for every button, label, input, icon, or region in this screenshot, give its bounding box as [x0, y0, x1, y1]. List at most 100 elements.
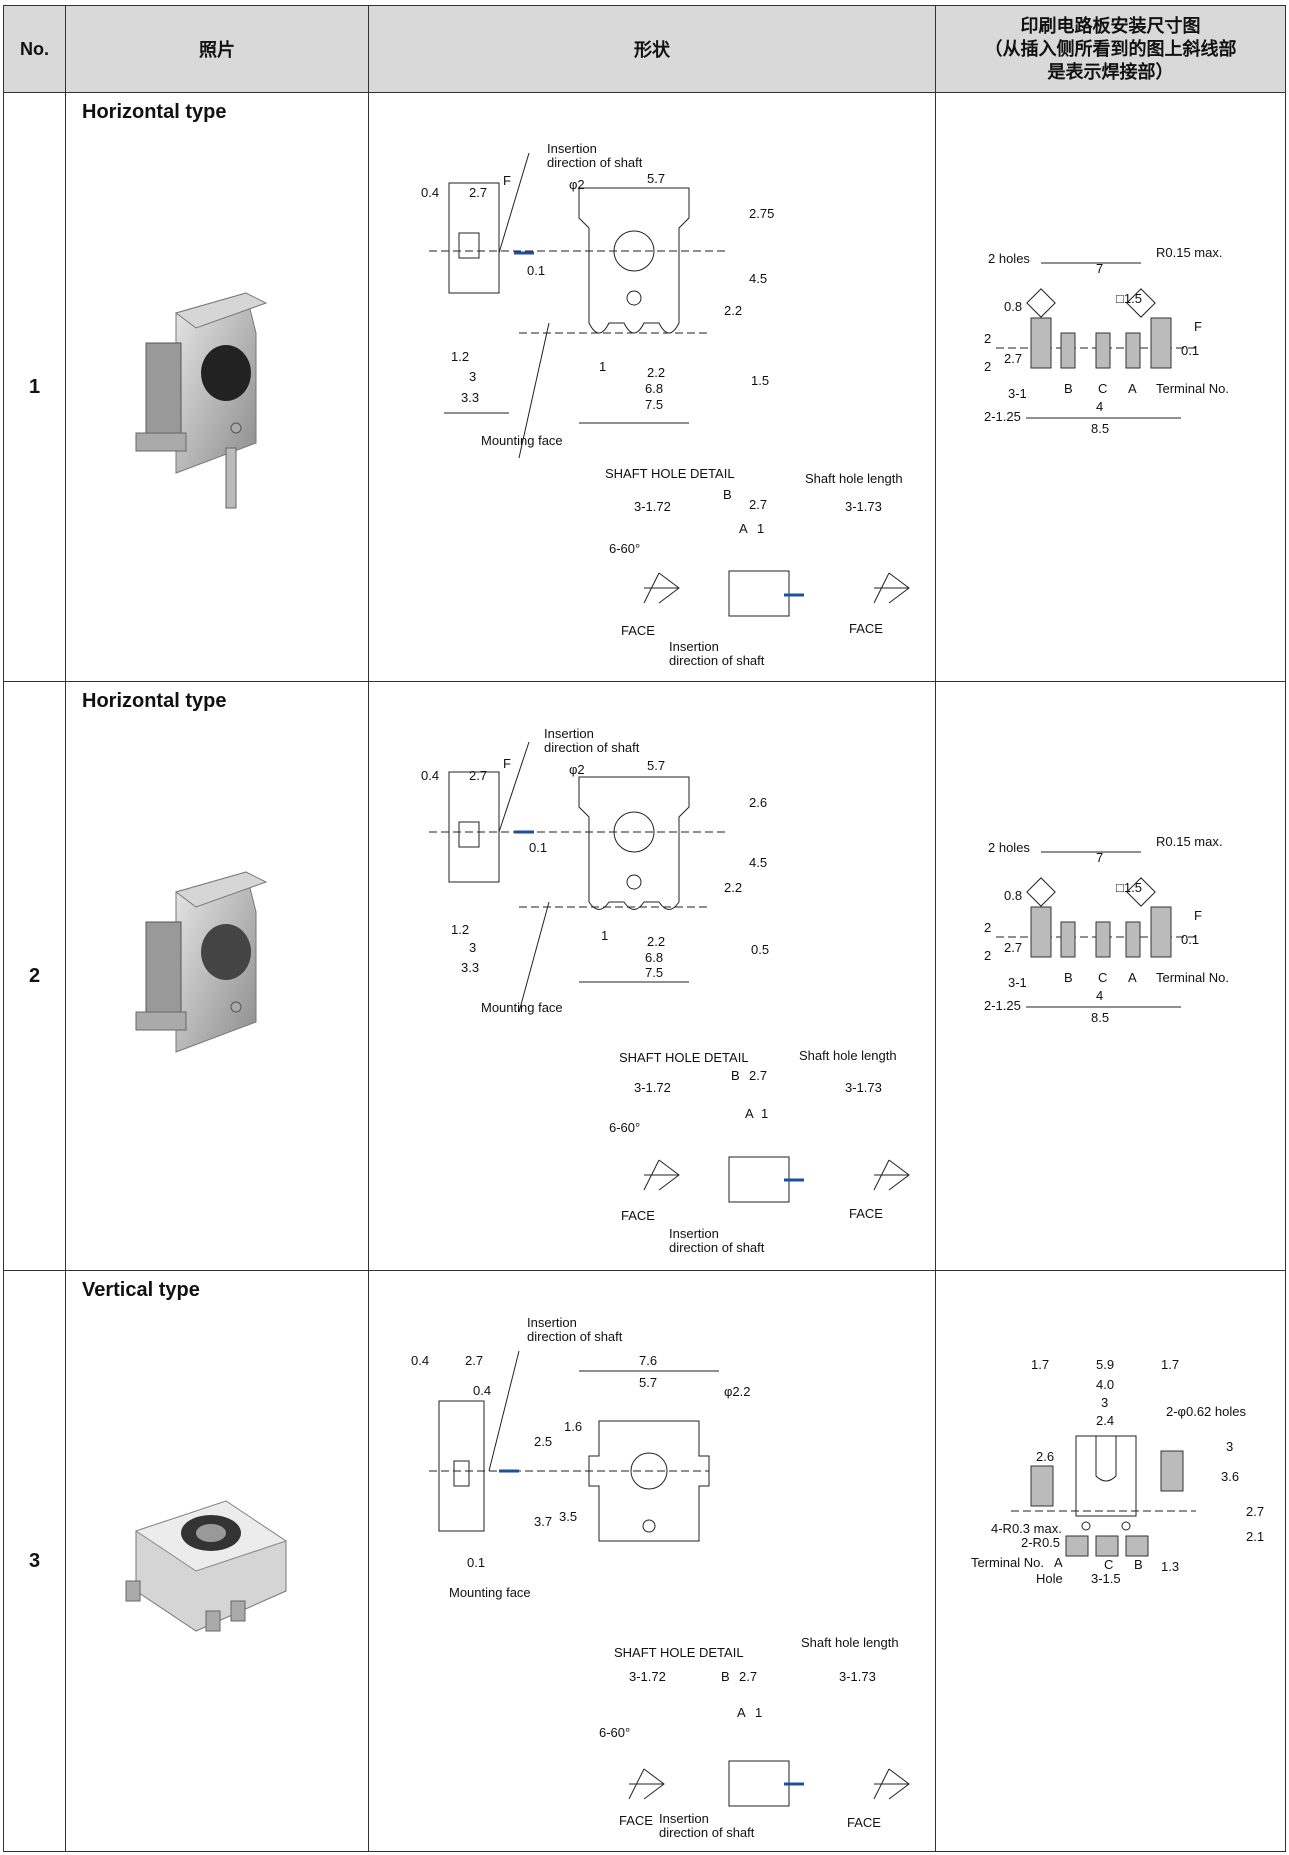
dim-label: 4.5 [749, 855, 767, 870]
dim-label: Shaft hole length [801, 1635, 899, 1650]
dim-label: 2.6 [749, 795, 767, 810]
dim-label: 4 [1096, 399, 1103, 414]
dim-label: C [1098, 970, 1107, 985]
dim-label: 0.1 [1181, 343, 1199, 358]
type-label: Horizontal type [82, 690, 227, 712]
dim-label: F [503, 173, 511, 188]
dim-label: 3-1.72 [629, 1669, 666, 1684]
dim-label: Shaft hole length [805, 471, 903, 486]
dim-label: 0.4 [411, 1353, 429, 1368]
dim-label: 5.7 [639, 1375, 657, 1390]
dim-label: Insertion [547, 141, 597, 156]
dim-label: 0.1 [467, 1555, 485, 1570]
dim-label: B [1064, 970, 1073, 985]
dim-label: 6.8 [645, 381, 663, 396]
dim-label: direction of shaft [544, 740, 640, 755]
dim-label: 8.5 [1091, 421, 1109, 436]
type-label: Vertical type [82, 1279, 200, 1301]
dim-label: Insertion [669, 1226, 719, 1241]
dim-label: C [1104, 1557, 1113, 1572]
dim-label: 6.8 [645, 950, 663, 965]
dim-label: A [1128, 970, 1137, 985]
dim-label: 5.9 [1096, 1357, 1114, 1372]
dim-label: A [737, 1705, 746, 1720]
dim-label: 2.5 [534, 1434, 552, 1449]
dim-label: 2 [984, 359, 991, 374]
dim-label: 2.7 [739, 1669, 757, 1684]
dim-label: 4.0 [1096, 1377, 1114, 1392]
dim-label: 7.5 [645, 965, 663, 980]
dim-label: SHAFT HOLE DETAIL [614, 1645, 744, 1660]
horizontal-encoder-photo [135, 871, 268, 1053]
dim-label: 1.3 [1161, 1559, 1179, 1574]
dim-label: 1.2 [451, 922, 469, 937]
dim-label: φ2.2 [724, 1384, 751, 1399]
dim-label: F [1194, 319, 1202, 334]
table-row: 2 Horizontal type [3, 681, 1286, 1271]
photo-cell: Horizontal type [65, 92, 369, 682]
dim-label: Insertion [544, 726, 594, 741]
dim-label: SHAFT HOLE DETAIL [619, 1050, 749, 1065]
dim-label: 1 [757, 521, 764, 536]
shape-drawing: Insertion direction of shaft 0.4 2.7 F φ… [421, 726, 910, 1255]
dim-label: 6-60° [609, 1120, 640, 1135]
dim-label: 2 holes [988, 840, 1030, 855]
row-number: 1 [3, 92, 66, 682]
header-no: No. [3, 5, 66, 93]
dim-label: 2.2 [724, 303, 742, 318]
dim-label: SHAFT HOLE DETAIL [605, 466, 735, 481]
dim-label: 2-1.25 [984, 409, 1021, 424]
dim-label: 4.5 [749, 271, 767, 286]
dim-label: 2 [984, 920, 991, 935]
dim-label: 6-60° [609, 541, 640, 556]
dim-label: 3-1.73 [845, 499, 882, 514]
header-photo: 照片 [65, 5, 369, 93]
pcb-drawing: 2 holes R0.15 max. 7 □1.5 0.8 2 2 2.7 0.… [984, 834, 1229, 1025]
dim-label: 2.7 [1004, 940, 1022, 955]
shape-cell: Insertion direction of shaft 0.4 2.7 F φ… [368, 681, 936, 1271]
dim-label: 0.1 [1181, 932, 1199, 947]
dim-label: 3-1.72 [634, 499, 671, 514]
dim-label: B [1134, 1557, 1143, 1572]
dim-label: 2.7 [749, 1068, 767, 1083]
table-row: 1 Horizontal type [3, 92, 1286, 682]
pcb-cell: 2 holes R0.15 max. 7 □1.5 0.8 2 2 2.7 0.… [935, 92, 1286, 682]
dim-label: direction of shaft [659, 1825, 755, 1840]
dim-label: F [1194, 908, 1202, 923]
dim-label: 7 [1096, 850, 1103, 865]
dim-label: 2.75 [749, 206, 774, 221]
dim-label: 0.1 [529, 840, 547, 855]
dim-label: 3-1.5 [1091, 1571, 1121, 1586]
dim-label: 3.7 [534, 1514, 552, 1529]
dim-label: 3 [469, 369, 476, 384]
dim-label: 1 [761, 1106, 768, 1121]
dim-label: 0.5 [751, 942, 769, 957]
dim-label: 3 [1226, 1439, 1233, 1454]
dim-label: FACE [849, 621, 883, 636]
dim-label: Hole [1036, 1571, 1063, 1586]
photo-cell: Vertical type [65, 1270, 369, 1852]
dim-label: 1 [599, 359, 606, 374]
dim-label: Insertion [527, 1315, 577, 1330]
dim-label: 3.3 [461, 960, 479, 975]
dim-label: 0.4 [421, 185, 439, 200]
dim-label: 1 [601, 928, 608, 943]
dim-label: B [1064, 381, 1073, 396]
header-pcb: 印刷电路板安装尺寸图 （从插入侧所看到的图上斜线部 是表示焊接部） [935, 5, 1286, 93]
dim-label: φ2 [569, 177, 585, 192]
shape-drawing: Insertion direction of shaft 0.4 2.7 0.4… [411, 1315, 910, 1840]
dim-label: 3-1.73 [845, 1080, 882, 1095]
dim-label: 2 [984, 948, 991, 963]
dim-label: 5.7 [647, 171, 665, 186]
spec-table: No. 照片 形状 印刷电路板安装尺寸图 （从插入侧所看到的图上斜线部 是表示焊… [3, 5, 1286, 1852]
dim-label: direction of shaft [527, 1329, 623, 1344]
dim-label: 2 holes [988, 251, 1030, 266]
vertical-encoder-photo [125, 1500, 288, 1632]
dim-label: 2-1.25 [984, 998, 1021, 1013]
dim-label: 2.7 [469, 185, 487, 200]
shape-cell: Insertion direction of shaft 0.4 2.7 F φ… [368, 92, 936, 682]
dim-label: 2 [984, 331, 991, 346]
dim-label: 2.7 [749, 497, 767, 512]
dim-label: A [1054, 1555, 1063, 1570]
pcb-cell: 2 holes R0.15 max. 7 □1.5 0.8 2 2 2.7 0.… [935, 681, 1286, 1271]
